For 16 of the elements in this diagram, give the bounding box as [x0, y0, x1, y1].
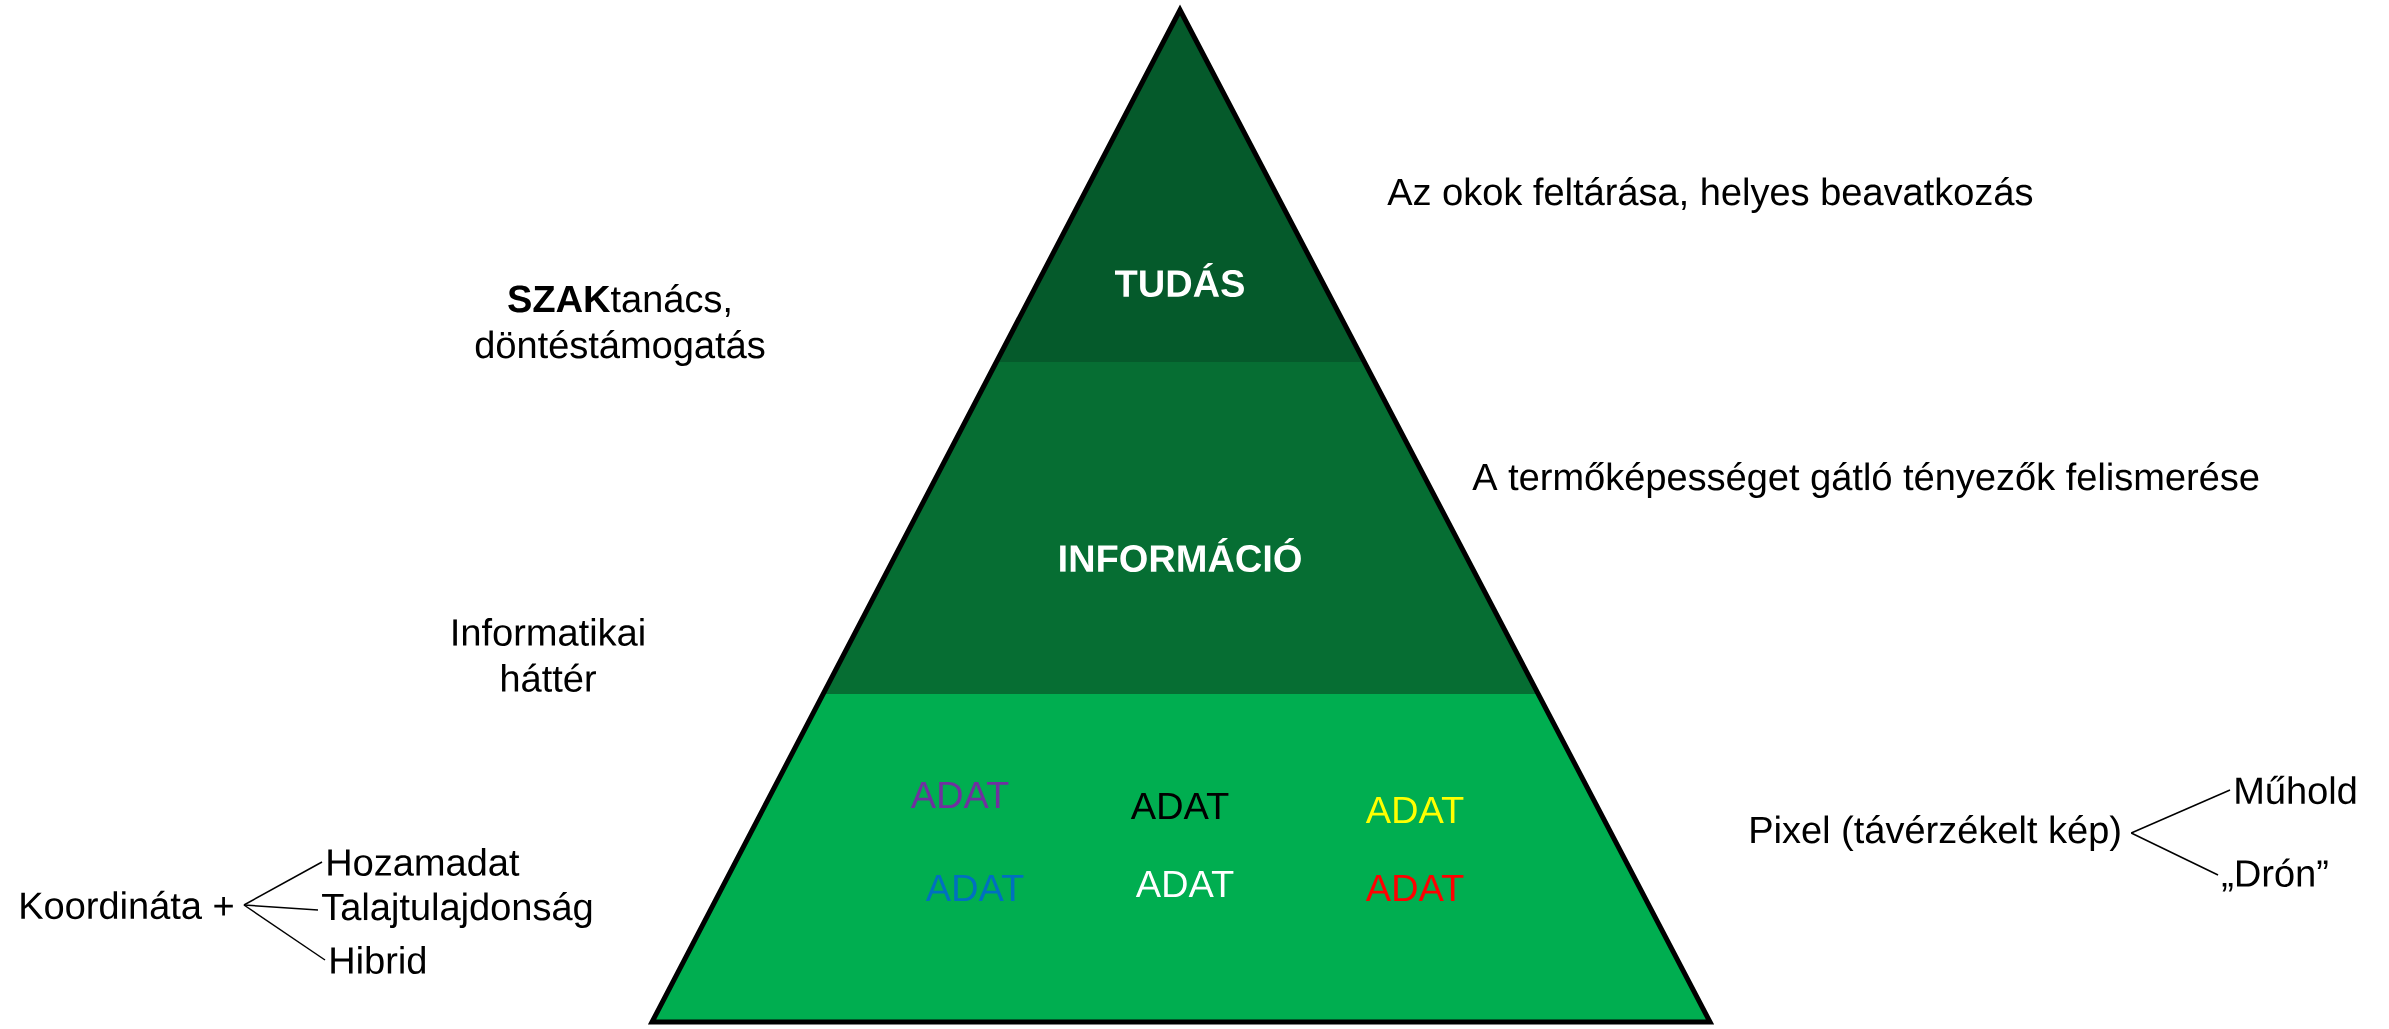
bracket-line [243, 904, 326, 961]
bracket-line [2130, 789, 2231, 834]
bracket-line [243, 861, 323, 906]
list-item: Pixel (távérzékelt kép) [1751, 815, 2120, 851]
list-item: Hibrid [331, 946, 425, 974]
bracket-line [2130, 832, 2219, 876]
bracket-line [243, 904, 319, 911]
pyramid-level: TUDÁS [996, 10, 1365, 362]
list-item: Koordináta + [21, 890, 233, 920]
list-item: „Drón” [2222, 858, 2328, 892]
pyramid-level: ADAT ADAT ADAT ADAT ADAT ADAT [652, 694, 1710, 1022]
list-item: Műhold [2236, 775, 2356, 805]
side-note: Informatikai háttér [453, 618, 644, 692]
list-item: Talajtulajdonság [322, 892, 592, 928]
side-note: SZAKtanács, döntéstámogatás [475, 284, 765, 366]
list-item: Hozamadat [328, 848, 520, 876]
